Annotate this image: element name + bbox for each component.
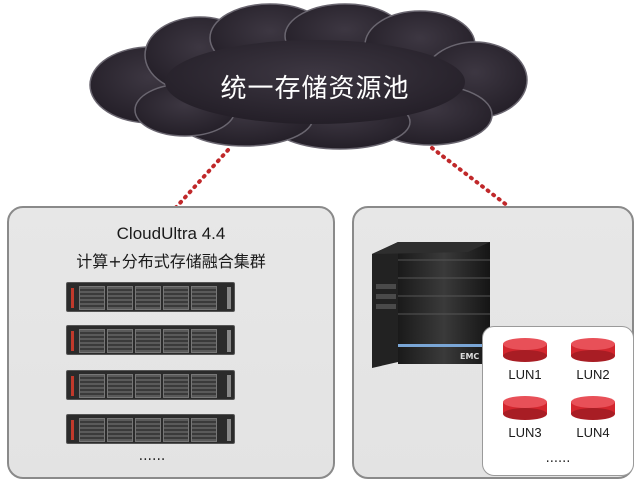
lun-item: LUN1 (497, 337, 553, 382)
server-unit (66, 325, 235, 355)
cluster-panel: CloudUltra 4.4 计算+分布式存储融合集群 ...... (7, 206, 335, 479)
server-unit (66, 282, 235, 312)
lun-label: LUN2 (576, 367, 610, 382)
cloud-shape (89, 3, 528, 150)
cluster-name: CloudUltra 4.4 (116, 224, 226, 243)
more-luns-ellipsis: ...... (545, 451, 571, 466)
lun-disk-icon (571, 338, 615, 362)
lun-group: LUN1 LUN2 LUN3 (482, 326, 634, 476)
lun-label: LUN1 (508, 367, 542, 382)
emc-logo: EMC (460, 352, 479, 361)
more-servers-ellipsis: ...... (138, 448, 166, 464)
storage-array-icon: EMC (372, 242, 490, 368)
server-unit (66, 370, 235, 400)
storage-array-panel: EMC LUN1 LUN2 (352, 206, 634, 479)
lun-label: LUN3 (508, 425, 542, 440)
cloud-title: 统一存储资源池 (220, 74, 410, 104)
lun-disk-icon (503, 338, 547, 362)
lun-item: LUN4 (565, 395, 621, 440)
cluster-description: 计算+分布式存储融合集群 (76, 252, 266, 271)
lun-item: LUN2 (565, 337, 621, 382)
lun-label: LUN4 (576, 425, 610, 440)
lun-disk-icon (571, 396, 615, 420)
server-unit (66, 414, 235, 444)
lun-item: LUN3 (497, 395, 553, 440)
lun-disk-icon (503, 396, 547, 420)
